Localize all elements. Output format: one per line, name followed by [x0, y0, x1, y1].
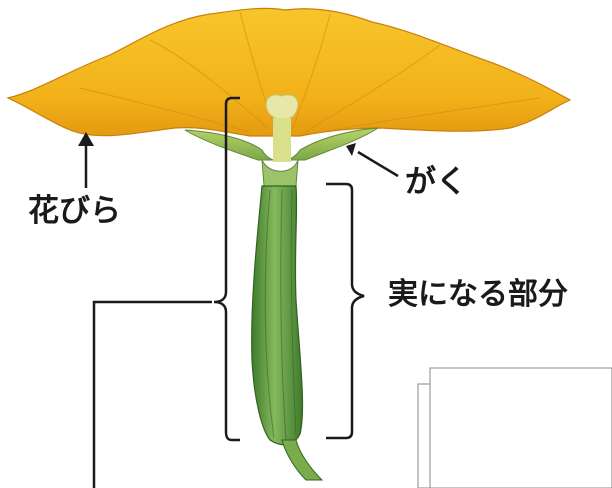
petals — [6, 7, 572, 137]
bottom-panel — [417, 367, 612, 488]
bracket-whole-flower — [213, 96, 240, 442]
bracket-fruit-part — [326, 182, 365, 440]
stem — [281, 439, 324, 481]
label-petals: 花びら — [28, 193, 121, 229]
label-sepals: がく — [405, 164, 467, 200]
label-fruit-part: 実になる部分 — [388, 277, 568, 312]
ovary — [251, 185, 304, 446]
sepals — [184, 127, 380, 162]
petal-arrow — [78, 132, 94, 188]
stamen — [265, 94, 299, 162]
leader-line — [92, 300, 212, 488]
sepal-arrow — [346, 143, 399, 178]
